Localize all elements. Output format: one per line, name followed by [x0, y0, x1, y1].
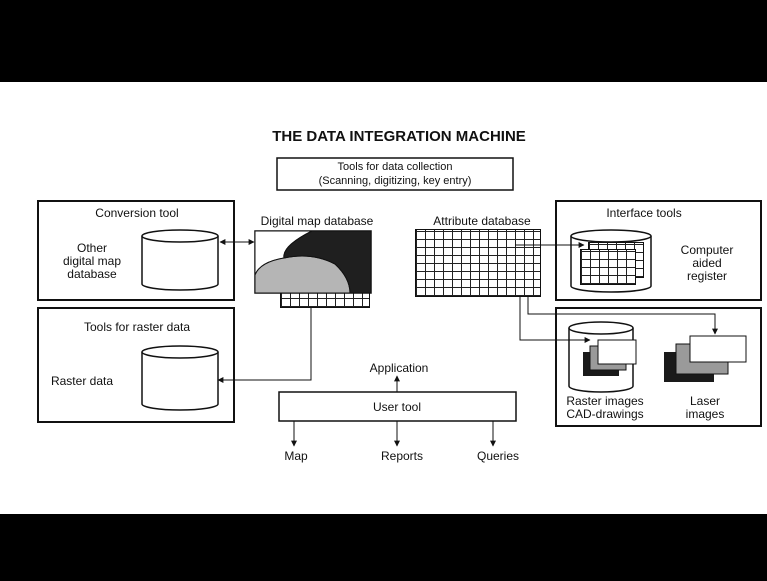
laser-label-line2: images: [686, 407, 725, 421]
raster-data-cylinder: [141, 345, 219, 411]
map-to-raster-arrow: [217, 308, 312, 383]
diagram-title: THE DATA INTEGRATION MACHINE: [272, 128, 526, 145]
raster-tools-title: Tools for raster data: [84, 320, 190, 334]
interface-tools-box: [555, 200, 762, 301]
computer-register-line1: Computer: [681, 243, 734, 257]
data-collection-box: [276, 157, 514, 191]
digital-map-layer: [254, 230, 372, 294]
data-collection-line2: (Scanning, digitizing, key entry): [319, 175, 472, 187]
computer-register-line3: register: [687, 269, 727, 283]
register-sheet-front: [580, 249, 636, 285]
raster-images-cylinder: [568, 321, 637, 393]
output-reports-label: Reports: [381, 449, 423, 463]
application-label: Application: [370, 361, 429, 375]
interface-tools-title: Interface tools: [606, 206, 681, 220]
output-map-label: Map: [284, 449, 308, 463]
raster-images-label: Raster images: [566, 394, 643, 408]
other-map-label-line1: Other: [77, 241, 107, 255]
bottom-letterbox-bar: [0, 514, 767, 581]
attribute-database-label: Attribute database: [433, 214, 531, 228]
attribute-to-raster-images-arrow: [519, 296, 591, 343]
raster-data-label: Raster data: [51, 374, 113, 388]
other-map-label-line2: digital map: [63, 254, 121, 268]
computer-register-cylinder: [570, 229, 652, 293]
conversion-tool-box: [37, 200, 235, 301]
image-storage-box: [555, 307, 762, 427]
top-letterbox-bar: [0, 0, 767, 82]
digital-map-database-label: Digital map database: [261, 214, 374, 228]
user-tool-label: User tool: [373, 400, 421, 414]
attribute-database-grid: [415, 229, 541, 297]
output-queries-label: Queries: [477, 449, 519, 463]
data-collection-line1: Tools for data collection: [338, 161, 453, 173]
computer-register-line2: aided: [692, 256, 721, 270]
attribute-to-laser-images-arrow: [527, 296, 718, 335]
other-map-database-cylinder: [141, 229, 219, 291]
laser-images-stack: [664, 335, 747, 382]
conversion-tool-title: Conversion tool: [95, 206, 178, 220]
cad-drawings-label: CAD-drawings: [566, 407, 643, 421]
laser-label-line1: Laser: [690, 394, 720, 408]
other-map-label-line3: database: [67, 267, 117, 281]
raster-tools-box: [37, 307, 235, 423]
